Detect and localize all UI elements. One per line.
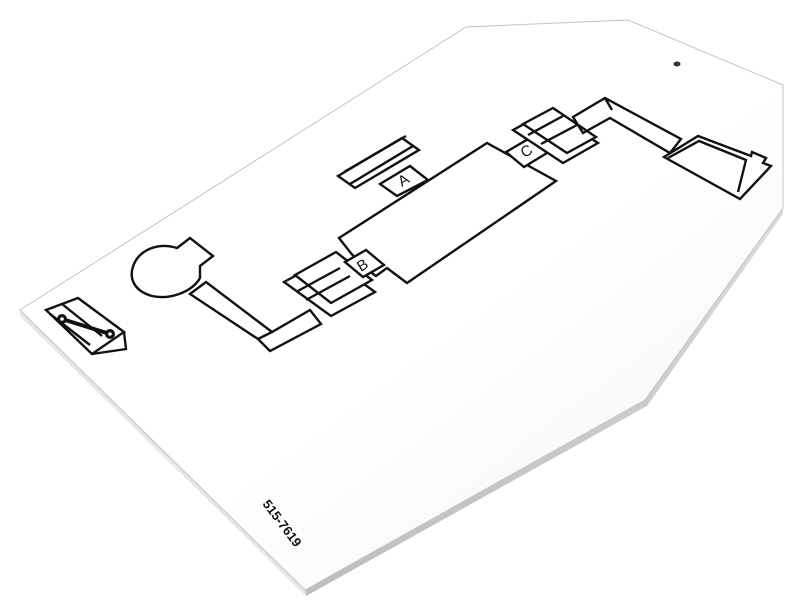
pump-icon	[130, 236, 215, 299]
port-b: B	[342, 248, 387, 279]
manual-wrench-icon	[43, 296, 128, 356]
tank-icon	[661, 134, 774, 201]
schematic: B A C	[130, 96, 774, 353]
hanging-hole	[673, 61, 681, 67]
card-edge	[20, 208, 783, 596]
filter-b	[281, 250, 378, 318]
filter-a: A	[335, 134, 431, 198]
filter-c	[510, 106, 601, 165]
decal-card	[19, 19, 784, 591]
pipe-pump-outlet	[187, 280, 323, 353]
